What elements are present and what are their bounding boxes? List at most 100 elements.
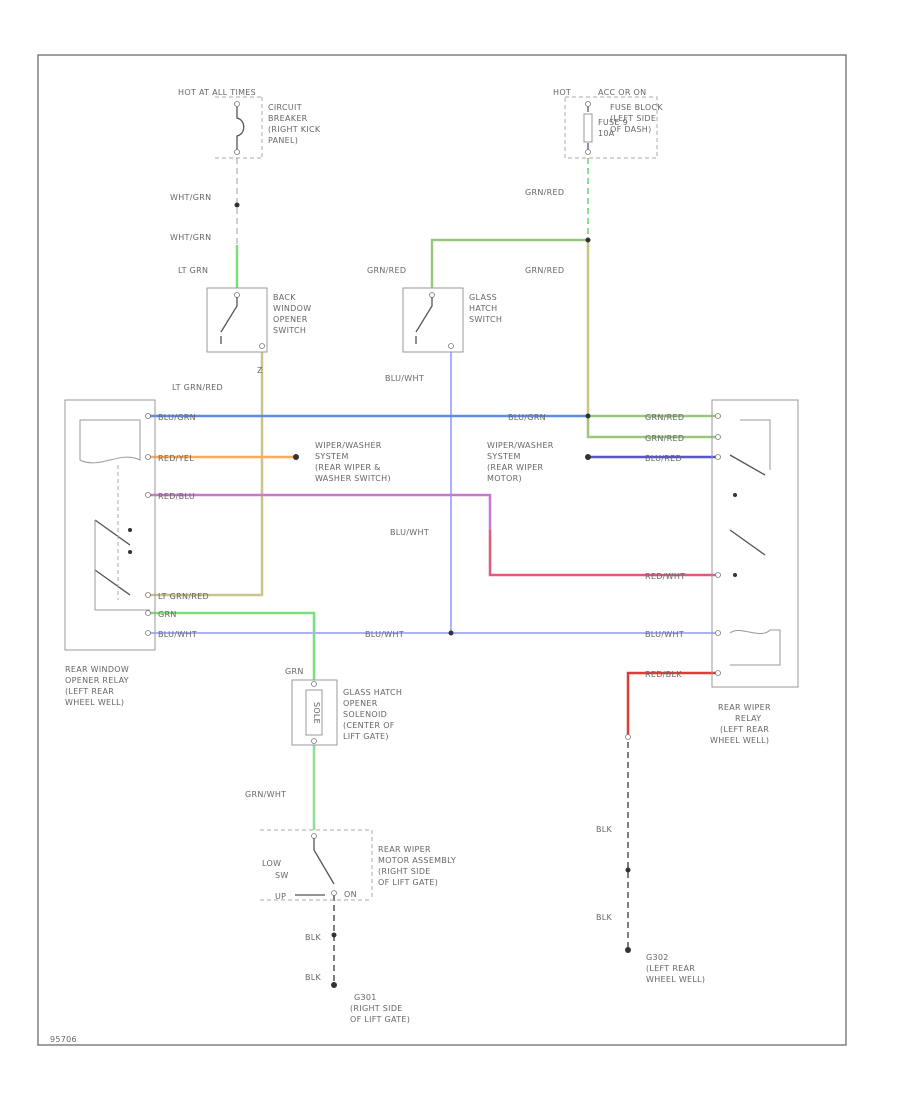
wire-lt-grn-red [150,352,264,597]
cb-line-4: PANEL) [268,136,298,145]
rear-window-opener-relay [64,399,156,651]
solenoid-line-2: OPENER [343,699,378,708]
wiper-relay-line-1: REAR WIPER [718,703,771,712]
label-grn-red-3: GRN/RED [525,266,564,275]
diagram-frame [37,54,847,1046]
bw-switch-line-2: WINDOW [273,304,311,313]
motor-up-label: UP [275,892,286,901]
label-grn-1: GRN [158,610,177,619]
label-wht-grn-2: WHT/GRN [170,233,211,242]
fuse-rating: 10A [598,129,615,138]
ww-motor-line-2: SYSTEM [487,452,521,461]
rw-relay-line-3: (LEFT REAR [65,687,114,696]
rear-wiper-motor-assembly [260,829,373,901]
circuit-breaker [215,96,263,159]
wire-grn-red-relay-2 [586,416,716,439]
motor-low-label: LOW [262,859,281,868]
g302-line-2: (LEFT REAR [646,964,695,973]
label-lt-grn-red-2: LT GRN/RED [158,592,209,601]
gh-switch-line-2: HATCH [469,304,497,313]
bw-switch-line-4: SWITCH [273,326,306,335]
gh-switch-line-1: GLASS [469,293,497,302]
motor-line-2: MOTOR ASSEMBLY [378,856,456,865]
rw-relay-line-2: OPENER RELAY [65,676,129,685]
g301-line-2: (RIGHT SIDE [350,1004,403,1013]
label-blk-2: BLK [305,973,322,982]
label-blu-wht-3: BLU/WHT [365,630,404,639]
label-grn-wht: GRN/WHT [245,790,286,799]
label-z: Z [257,366,263,375]
gh-switch-line-3: SWITCH [469,315,502,324]
label-red-blk: RED/BLK [645,670,682,679]
ww-switch-line-2: SYSTEM [315,452,349,461]
label-grn-red-2: GRN/RED [367,266,406,275]
ww-switch-line-1: WIPER/WASHER [315,441,382,450]
glass-hatch-switch [402,287,464,353]
ww-motor-line-3: (REAR WIPER [487,463,543,472]
label-red-blu: RED/BLU [158,492,195,501]
fuse-id: FUSE 9 [598,118,628,127]
label-blu-grn-2: BLU/GRN [508,413,546,422]
label-wht-grn-1: WHT/GRN [170,193,211,202]
bw-switch-line-3: OPENER [273,315,308,324]
label-blu-wht-1: BLU/WHT [385,374,424,383]
label-red-yel: RED/YEL [158,454,194,463]
solenoid-line-4: (CENTER OF [343,721,395,730]
ww-switch-line-4: WASHER SWITCH) [315,474,391,483]
label-blk-1: BLK [305,933,322,942]
ground-g302-dot [625,947,631,953]
label-grn-red-4: GRN/RED [645,413,684,422]
label-blk-4: BLK [596,913,613,922]
label-red-wht: RED/WHT [645,572,685,581]
label-grn-2: GRN [285,667,304,676]
fuse-acc-label: ACC OR ON [598,88,646,97]
label-lt-grn-red-1: LT GRN/RED [172,383,223,392]
solenoid-line-5: LIFT GATE) [343,732,389,741]
g302-line-1: G302 [646,953,669,962]
cb-line-1: CIRCUIT [268,103,302,112]
fuse-line-1: FUSE BLOCK [610,103,663,112]
motor-on-label: ON [344,890,357,899]
label-blu-red: BLU/RED [645,454,682,463]
rear-wiper-relay [711,399,799,688]
motor-line-3: (RIGHT SIDE [378,867,431,876]
footer-id: 95706 [50,1035,77,1044]
wire-red-blk [626,671,716,735]
fuse-line-3: OF DASH) [610,125,652,134]
wire-grn [150,611,316,680]
wiper-relay-line-2: RELAY [735,714,762,723]
cb-line-2: BREAKER [268,114,308,123]
label-blu-wht-5: BLU/WHT [390,528,429,537]
ww-motor-line-4: MOTOR) [487,474,522,483]
wiper-relay-line-3: (LEFT REAR [720,725,769,734]
label-blu-wht-4: BLU/WHT [645,630,684,639]
rw-relay-line-1: REAR WINDOW [65,665,129,674]
rw-relay-line-4: WHEEL WELL) [65,698,124,707]
label-grn-red-1: GRN/RED [525,188,564,197]
ww-motor-line-1: WIPER/WASHER [487,441,554,450]
solenoid-line-3: SOLENOID [343,710,387,719]
solenoid-line-1: GLASS HATCH [343,688,402,697]
label-lt-grn: LT GRN [178,266,208,275]
fuse-line-2: (LEFT SIDE [610,114,656,123]
solenoid-inner-label: SOLE [312,702,321,724]
label-blu-grn-1: BLU/GRN [158,413,196,422]
bw-switch-line-1: BACK [273,293,296,302]
g301-line-3: OF LIFT GATE) [350,1015,410,1024]
back-window-opener-switch [206,287,268,353]
motor-sw-label: SW [275,871,289,880]
cb-line-3: (RIGHT KICK [268,125,321,134]
fuse-hot-label: HOT [553,88,571,97]
label-blk-3: BLK [596,825,613,834]
wire-grn-red-hatch [430,238,588,288]
fuse-block [564,96,658,159]
g301-line-1: G301 [354,993,377,1002]
glass-hatch-opener-solenoid: SOLE [291,679,338,746]
g302-line-3: WHEEL WELL) [646,975,705,984]
ground-g301-dot [331,982,337,988]
label-blu-wht-2: BLU/WHT [158,630,197,639]
label-grn-red-5: GRN/RED [645,434,684,443]
wiper-relay-line-4: WHEEL WELL) [710,736,769,745]
motor-line-1: REAR WIPER [378,845,431,854]
